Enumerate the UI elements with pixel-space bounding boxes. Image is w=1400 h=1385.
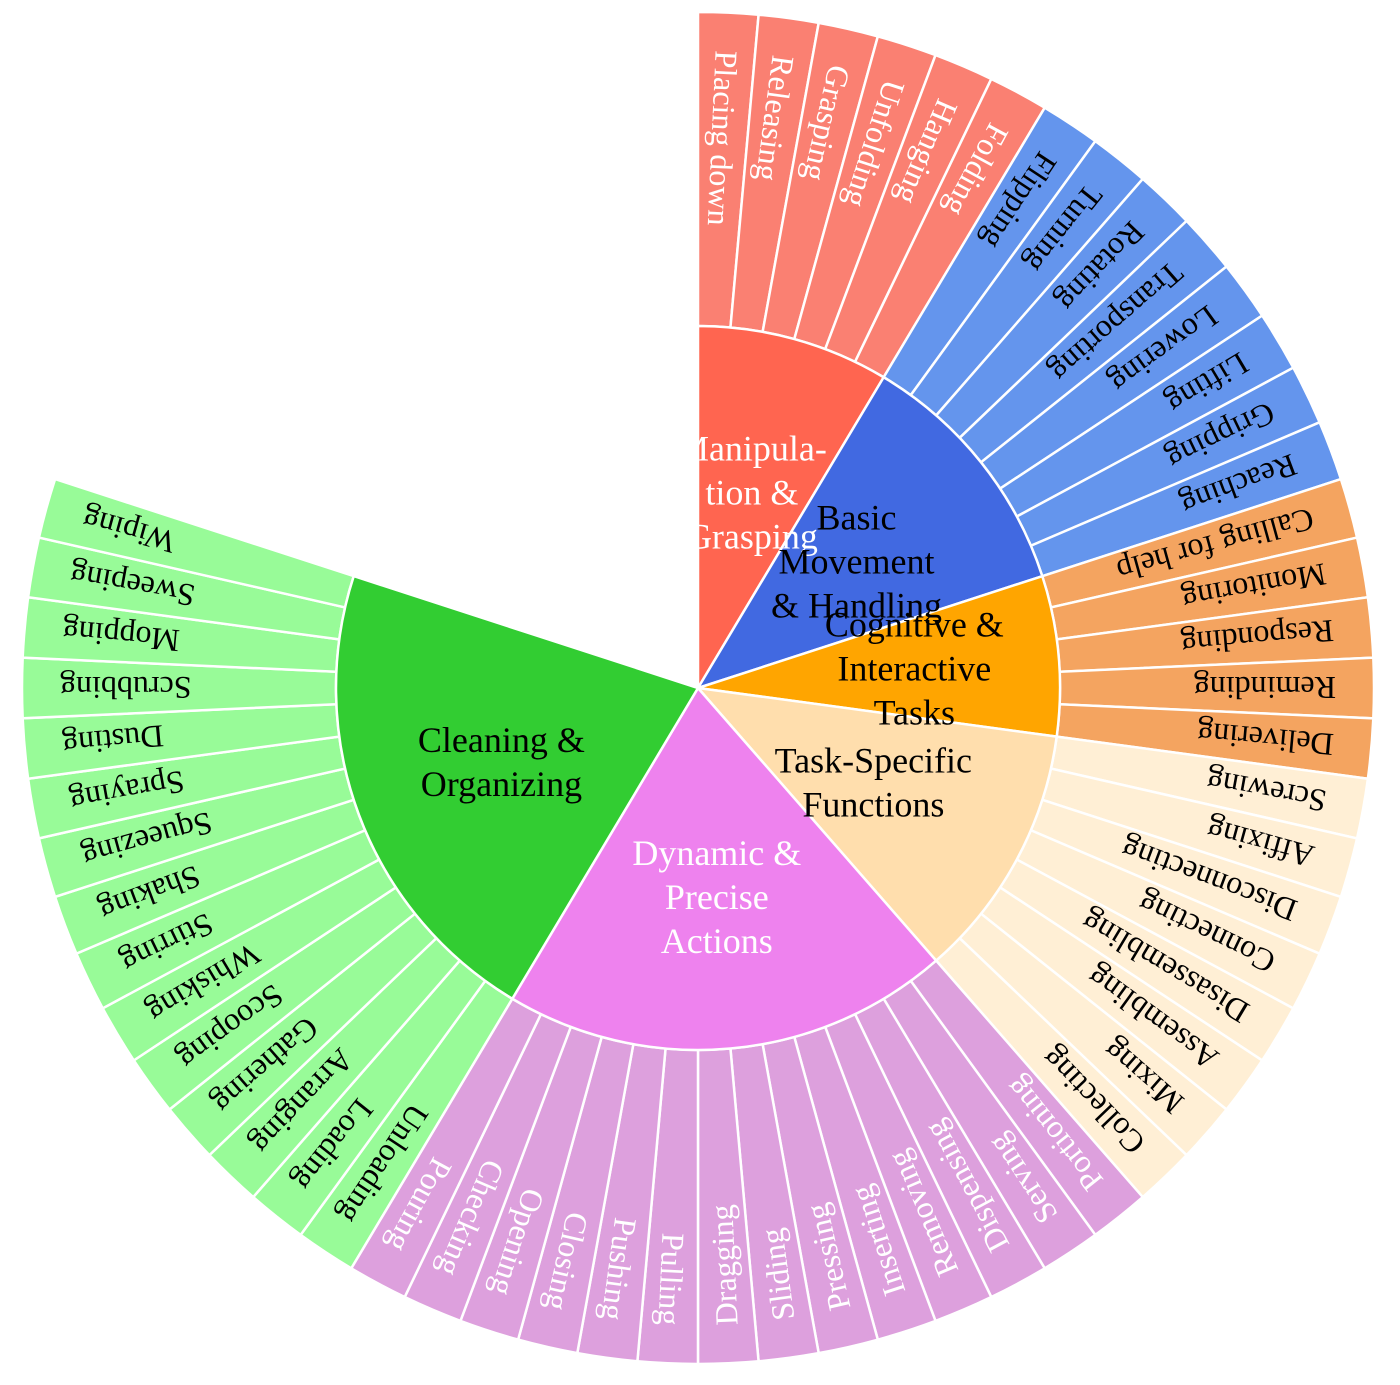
inner-wedge-dynamic-precise-actions [510, 685, 938, 1052]
inner-wedge-basic-movement-handling [695, 375, 1044, 691]
category-label-manipula-tion-grasping: Manipula-tion &Grasping [677, 429, 827, 557]
leaf-label-placing-down: Placing down [701, 50, 745, 227]
leaf-label-scrubbing: Scrubbing [60, 670, 192, 706]
category-label-cleaning-organizing: Cleaning &Organizing [418, 720, 585, 804]
outer-ring [20, 10, 1376, 1366]
inner-wedge-manipula-tion-grasping [696, 324, 886, 693]
inner-ring [334, 324, 1062, 1052]
inner-wedge-cleaning-organizing [334, 574, 700, 1001]
leaf-label-pulling: Pulling [651, 1232, 691, 1326]
leaf-label-reminding: Reminding [1194, 670, 1336, 706]
inner-wedge-task-specific-functions [694, 686, 1059, 963]
inner-wedge-cognitive-interactive-tasks [697, 574, 1062, 739]
leaf-label-dragging: Dragging [703, 1204, 744, 1326]
